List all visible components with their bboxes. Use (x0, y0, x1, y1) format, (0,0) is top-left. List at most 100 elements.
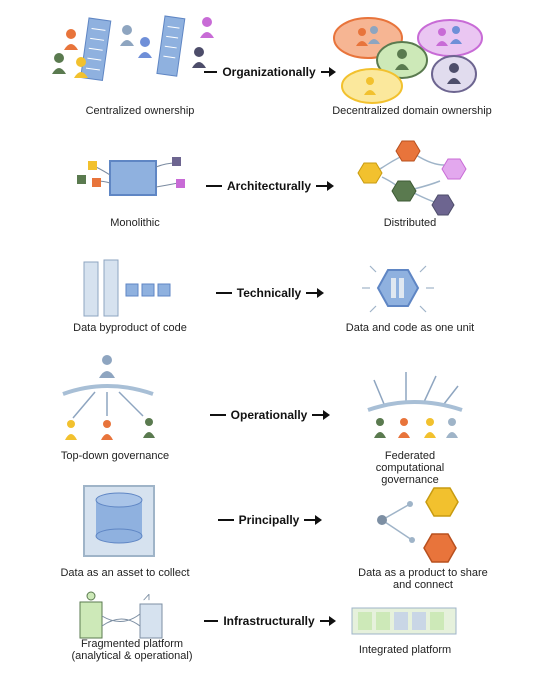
person-icon (138, 37, 152, 58)
person-icon (364, 77, 376, 95)
governance-arc (62, 384, 154, 396)
left-label-technically: Data byproduct of code (73, 322, 187, 334)
code-block (83, 261, 99, 317)
left-label-organizationally: Centralized ownership (85, 105, 195, 117)
shift-row-technically: Data byproduct of code Technically Data … (0, 240, 536, 350)
arrow-right-icon (312, 410, 331, 420)
connection-node (377, 515, 387, 525)
component-block (172, 157, 181, 166)
arrow-right-icon (306, 288, 325, 298)
hexagon-domain (395, 140, 421, 162)
component-block (77, 175, 86, 184)
integrated-platform-illustration (351, 607, 457, 635)
shift-arrow-organizationally: Organizationally (204, 62, 337, 82)
shift-row-operationally: Top-down governance Operationally Federa… (0, 350, 536, 486)
document-icon (156, 15, 186, 77)
left-label-architecturally: Monolithic (110, 217, 160, 229)
platform-unit (394, 612, 408, 630)
person-icon (64, 29, 78, 50)
domain-bubble (417, 19, 483, 57)
right-label-operationally: Federated computational governance (375, 450, 445, 486)
domain-bubble (341, 68, 403, 104)
data-byproduct-illustration (83, 259, 171, 317)
shift-arrow-technically: Technically (204, 283, 334, 303)
shift-arrow-operationally: Operationally (204, 405, 334, 425)
left-label-operationally: Top-down governance (60, 450, 170, 462)
component-block (88, 161, 97, 170)
right-label-principally: Data as a product to share and connect (358, 567, 488, 591)
shift-label-architecturally: Architecturally (226, 179, 312, 193)
right-label-technically: Data and code as one unit (345, 322, 475, 334)
right-label-organizationally: Decentralized domain ownership (332, 105, 492, 117)
hexagon-domain (441, 158, 467, 180)
hexagon-data-product (423, 533, 457, 563)
platform-unit (376, 612, 390, 630)
hexagon-data-product (425, 487, 459, 517)
person-icon (65, 420, 77, 440)
person-icon (200, 17, 214, 38)
monolith-illustration (77, 157, 185, 196)
compass-icon: ⩘ (143, 589, 150, 603)
person-icon (447, 63, 461, 84)
data-block (125, 283, 139, 297)
person-icon (436, 28, 448, 46)
code-block (399, 278, 404, 298)
person-icon (99, 355, 115, 378)
arrow-tail (217, 519, 234, 521)
right-label-architecturally: Distributed (383, 217, 437, 229)
domain-bubble (431, 55, 477, 93)
hexagon-domain (357, 162, 383, 184)
person-icon (450, 26, 462, 44)
right-label-infrastructurally: Integrated platform (358, 644, 452, 656)
left-label-infrastructurally: Fragmented platform (analytical & operat… (71, 638, 193, 662)
person-icon (368, 26, 380, 44)
domain-bubble (376, 41, 428, 79)
monolith-block (109, 160, 157, 196)
shift-arrow-architecturally: Architecturally (204, 176, 335, 196)
person-icon (143, 418, 155, 438)
platform-stack (139, 603, 163, 639)
decentralized-ownership-illustration (333, 17, 483, 104)
connection-node (409, 537, 415, 543)
platform-unit (358, 612, 372, 630)
platform-stack (79, 601, 103, 639)
left-label-principally: Data as an asset to collect (60, 567, 190, 579)
arrow-right-icon (304, 515, 323, 525)
person-icon (446, 418, 458, 438)
shift-row-organizationally: Centralized ownership Organizationally D… (0, 0, 536, 125)
hexagon-domain (391, 180, 417, 202)
person-icon (120, 25, 134, 46)
arrow-tail (204, 71, 218, 73)
platform-unit (430, 612, 444, 630)
person-icon (356, 28, 368, 46)
person-icon (74, 57, 88, 78)
arrow-tail (209, 414, 226, 416)
person-icon (395, 49, 409, 70)
shift-row-infrastructurally: ⩘ Fragmented platform (analytical & oper… (0, 589, 536, 674)
shift-label-principally: Principally (238, 513, 300, 527)
data-block (157, 283, 171, 297)
database-icon (95, 492, 143, 544)
shift-row-architecturally: Monolithic Architecturally Distributed (0, 125, 536, 240)
centralized-ownership-illustration (52, 15, 214, 82)
connection-node (407, 501, 413, 507)
arrow-tail (215, 292, 232, 294)
person-icon (101, 420, 113, 440)
data-block (141, 283, 155, 297)
federated-governance-illustration (367, 372, 463, 438)
data-asset-illustration (83, 485, 155, 557)
shift-label-organizationally: Organizationally (222, 65, 316, 79)
top-down-governance-illustration (62, 355, 155, 440)
arrow-right-icon (320, 67, 337, 77)
arrow-right-icon (316, 181, 335, 191)
component-block (92, 178, 101, 187)
arrow-right-icon (319, 616, 337, 626)
code-block (103, 259, 119, 317)
shift-label-technically: Technically (236, 286, 302, 300)
person-icon (52, 53, 66, 74)
hexagon-domain (431, 194, 455, 216)
data-product-illustration (377, 487, 459, 563)
component-block (176, 179, 185, 188)
arrow-tail (205, 185, 222, 187)
governance-arc (367, 400, 463, 412)
